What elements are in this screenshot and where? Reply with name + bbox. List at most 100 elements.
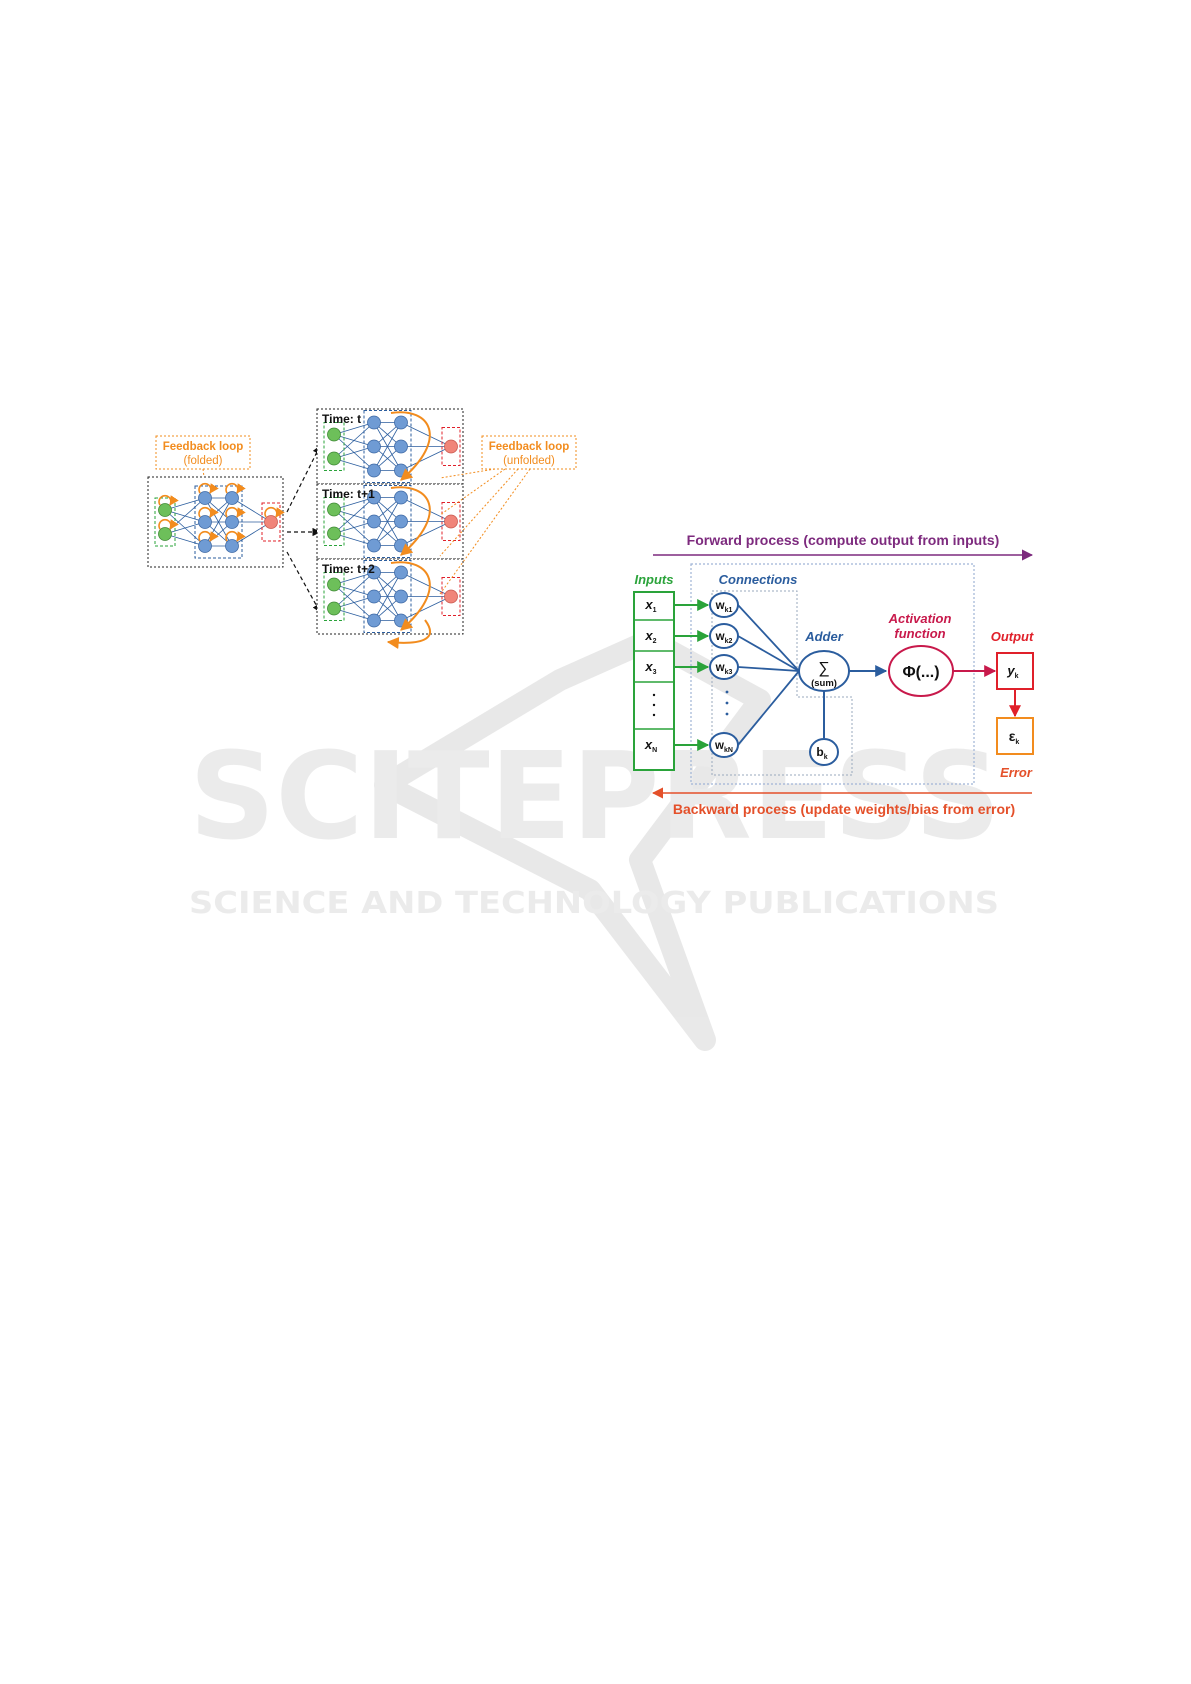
synapse-line (164, 497, 206, 511)
hidden-neuron (225, 491, 239, 505)
synapse-line (333, 497, 375, 510)
hidden-neuron (394, 415, 408, 430)
weight-to-adder-line (737, 670, 800, 746)
input-neuron (327, 502, 341, 517)
weight-to-adder-line (737, 666, 800, 672)
activation-title-2: function (894, 626, 945, 641)
hidden-layer-group (363, 560, 412, 633)
synapse-line (333, 446, 375, 459)
hidden-neuron (367, 463, 381, 478)
feedback-loop-folded-sub: (folded) (184, 455, 223, 467)
weight-node (709, 654, 739, 680)
input-layer-group (323, 572, 345, 621)
self-feedback-loop (264, 506, 285, 518)
output-layer-group (441, 577, 461, 616)
bias-label: bk (816, 745, 827, 761)
feedback-loop-folded-label: Feedback loop (163, 441, 244, 453)
hidden-neuron (198, 491, 212, 505)
output-layer-group (441, 427, 461, 466)
hidden-neuron (394, 490, 408, 505)
self-feedback-loop (225, 530, 246, 542)
synapse-line (164, 533, 206, 547)
synapse-line (373, 572, 402, 621)
input-neuron (327, 451, 341, 466)
output-neuron (264, 515, 278, 529)
synapse-line (373, 422, 402, 471)
ellipsis-dot (652, 713, 656, 717)
recurrent-arc-out (386, 619, 432, 649)
artificial-neuron-diagram: Forward process (compute output from inp… (633, 532, 1034, 817)
publisher-watermark: SCITEPRESS SCIENCE AND TECHNOLOGY PUBLIC… (189, 629, 1001, 1051)
time-step-label: Time: t+1 (322, 487, 375, 501)
weight-to-adder-line (737, 635, 800, 672)
self-feedback-loop (158, 494, 179, 506)
input-layer-group (323, 422, 345, 471)
activation-label: Φ(...) (902, 664, 939, 681)
backward-process-label: Backward process (update weights/bias fr… (673, 801, 1015, 817)
connections-title: Connections (719, 572, 798, 587)
weight-label-4: wkN (714, 740, 733, 754)
weight-label-2: wk2 (715, 631, 733, 645)
hidden-layer-group (363, 410, 412, 483)
unfolded-pointer-1 (439, 468, 496, 479)
unfolded-pointer-4 (439, 468, 531, 595)
ellipsis-dot (725, 701, 729, 705)
feedback-loop-unfolded-sub: (unfolded) (503, 455, 555, 467)
output-neuron (444, 589, 458, 604)
synapse-line (400, 446, 452, 471)
hidden-neuron (367, 589, 381, 604)
watermark-name: SCITEPRESS (189, 728, 1001, 867)
forward-process-label: Forward process (compute output from inp… (687, 532, 1000, 548)
ellipsis-dot (725, 690, 729, 694)
hidden-neuron (394, 514, 408, 529)
self-feedback-loop (225, 506, 246, 518)
hidden-neuron (367, 490, 381, 505)
synapse-line (400, 596, 452, 621)
error-title: Error (1000, 765, 1033, 780)
unfold-arrow-t2 (286, 551, 321, 613)
synapse-line (333, 458, 375, 471)
hidden-neuron (394, 589, 408, 604)
synapse-line (333, 572, 375, 609)
hidden-neuron (367, 439, 381, 454)
weight-node (709, 592, 739, 618)
synapse-line (231, 521, 272, 547)
unfold-arrow-t (286, 445, 321, 513)
weight-label-3: wk3 (715, 662, 733, 676)
connections-region (711, 590, 853, 776)
synapse-line (333, 521, 375, 534)
input-label-1: x1 (644, 597, 656, 614)
output-title: Output (991, 629, 1034, 644)
output-layer-group (441, 502, 461, 541)
output-neuron (444, 514, 458, 529)
input-neuron (327, 526, 341, 541)
synapse-line (400, 422, 452, 447)
ellipsis-dot (652, 693, 656, 697)
error-box (996, 717, 1034, 755)
sum-text: (sum) (811, 678, 837, 689)
synapse-line (333, 533, 375, 546)
watermark-tagline: SCIENCE AND TECHNOLOGY PUBLICATIONS (189, 886, 999, 921)
self-feedback-loop (225, 482, 246, 494)
hidden-neuron (394, 565, 408, 580)
synapse-line (333, 596, 375, 609)
hidden-layer-group (194, 485, 243, 559)
output-box (996, 652, 1034, 690)
weight-node (709, 623, 739, 649)
synapse-line (333, 497, 375, 534)
synapse-line (231, 497, 272, 523)
synapse-line (164, 521, 206, 535)
self-feedback-loop (198, 506, 219, 518)
self-feedback-loop (198, 482, 219, 494)
adder-title: Adder (804, 629, 844, 644)
output-neuron (444, 439, 458, 454)
synapse-line (333, 608, 375, 621)
synapse-line (333, 572, 375, 585)
bias-node (809, 738, 839, 766)
ellipsis-dot (652, 703, 656, 707)
sum-symbol: ∑ (818, 660, 829, 677)
inputs-title: Inputs (635, 572, 674, 587)
input-label-4: xN (644, 737, 657, 754)
